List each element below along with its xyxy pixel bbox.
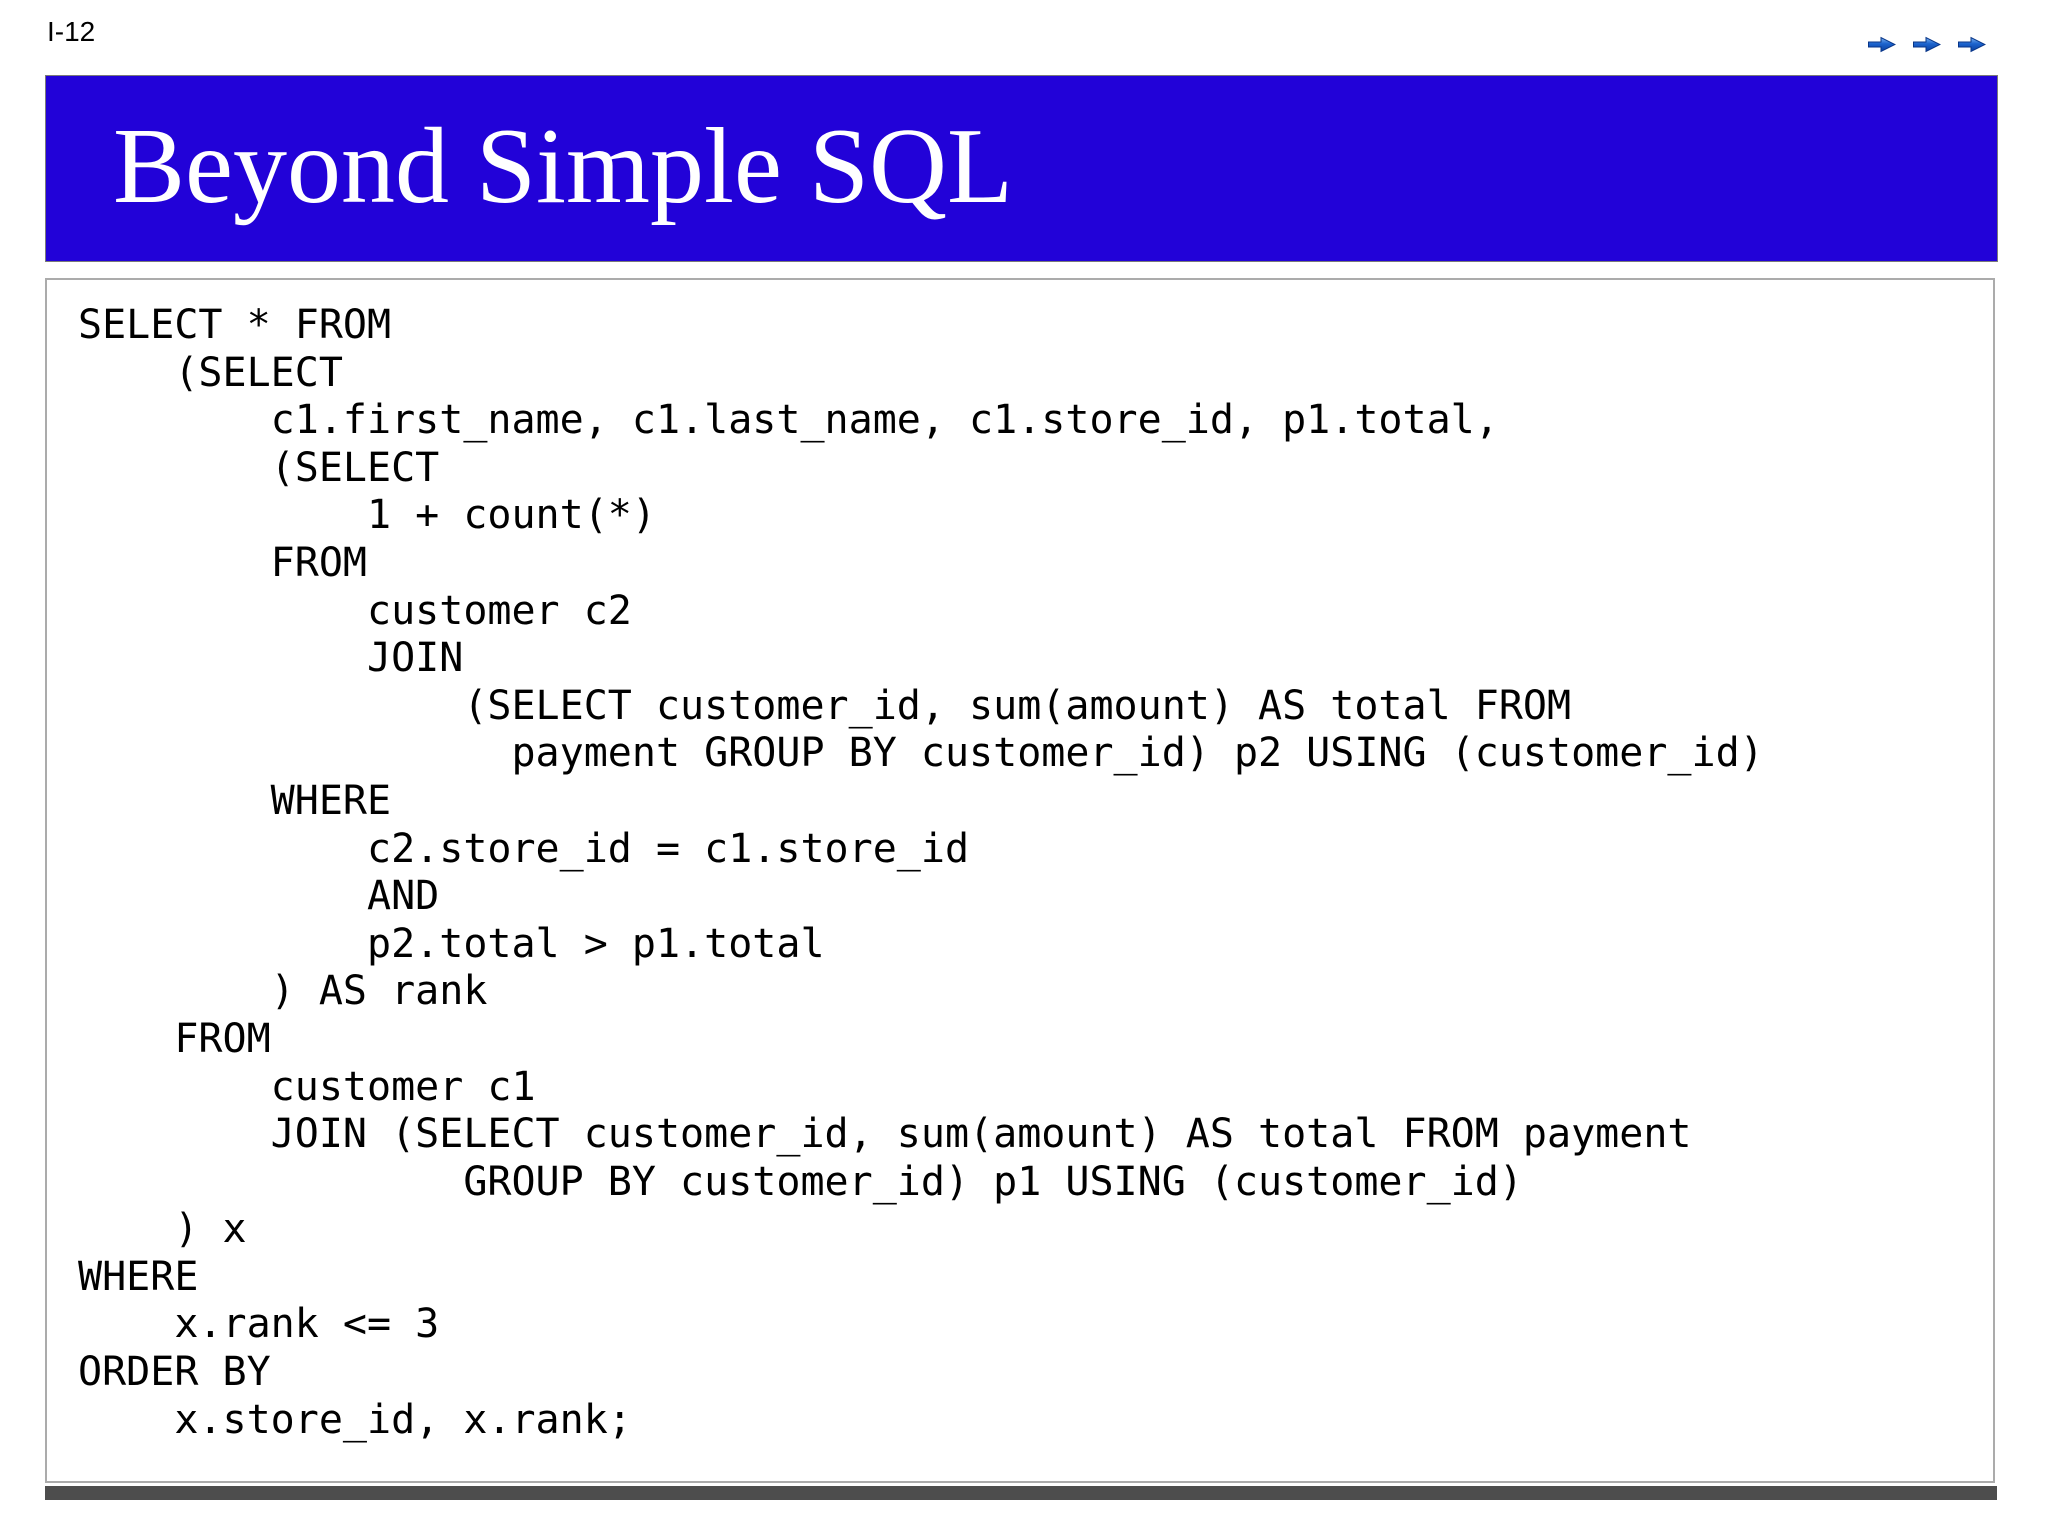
code-line: 1 + count(*) xyxy=(78,492,656,539)
sql-code: SELECT * FROM (SELECT c1.first_name, c1.… xyxy=(47,280,1993,1444)
forward-arrow-icon[interactable] xyxy=(1913,36,1942,53)
page-number-label: I-12 xyxy=(47,16,96,47)
code-line: c2.store_id = c1.store_id xyxy=(78,825,970,872)
code-line: GROUP BY customer_id) p1 USING (customer… xyxy=(78,1158,1523,1205)
code-line: AND xyxy=(78,873,440,920)
code-line: WHERE xyxy=(78,777,392,824)
code-line: x.store_id, x.rank; xyxy=(78,1396,632,1443)
code-line: JOIN (SELECT customer_id, sum(amount) AS… xyxy=(78,1111,1692,1158)
code-line: ) AS rank xyxy=(78,968,488,1015)
code-line: customer c1 xyxy=(78,1063,536,1110)
code-line: ORDER BY xyxy=(78,1349,271,1396)
code-line: JOIN xyxy=(78,635,464,682)
code-line: x.rank <= 3 xyxy=(78,1301,440,1348)
code-line: payment GROUP BY customer_id) p2 USING (… xyxy=(78,730,1764,777)
code-line: WHERE xyxy=(78,1253,199,1300)
code-line: FROM xyxy=(78,539,367,586)
code-line: (SELECT customer_id, sum(amount) AS tota… xyxy=(78,682,1572,729)
nav-arrows xyxy=(1868,36,1987,53)
slide-title: Beyond Simple SQL xyxy=(113,107,1014,226)
code-line: customer c2 xyxy=(78,587,632,634)
code-line: c1.first_name, c1.last_name, c1.store_id… xyxy=(78,397,1499,444)
code-line: (SELECT xyxy=(78,349,343,396)
code-line: p2.total > p1.total xyxy=(78,920,825,967)
code-line: FROM xyxy=(78,1015,271,1062)
code-line: SELECT * FROM xyxy=(78,302,392,348)
title-bar: Beyond Simple SQL xyxy=(45,75,1998,262)
code-panel: SELECT * FROM (SELECT c1.first_name, c1.… xyxy=(45,278,1995,1483)
forward-arrow-icon[interactable] xyxy=(1958,36,1987,53)
code-line: (SELECT xyxy=(78,444,440,491)
code-line: ) x xyxy=(78,1206,247,1253)
bottom-divider-bar xyxy=(45,1486,1997,1500)
forward-arrow-icon[interactable] xyxy=(1868,36,1897,53)
